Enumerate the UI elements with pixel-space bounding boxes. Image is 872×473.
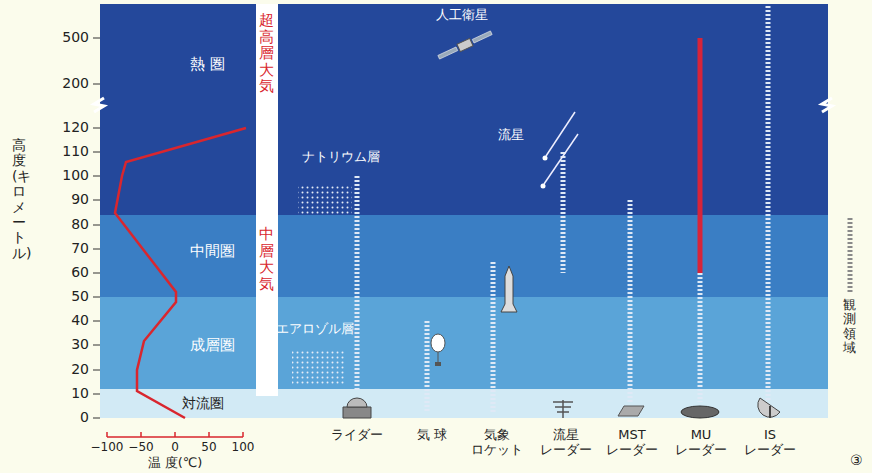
altitude-tick: 500	[49, 29, 89, 45]
layer-name: 熱 圏	[190, 56, 225, 73]
temperature-tick: −50	[124, 441, 158, 455]
altitude-tick: 80	[49, 216, 89, 232]
altitude-tick: 90	[49, 191, 89, 207]
altitude-tick: 200	[49, 75, 89, 91]
thermosphere-band: 熱 圏	[100, 4, 828, 215]
temperature-tick: 0	[158, 441, 192, 455]
temperature-tick: 100	[226, 441, 260, 455]
axis-title: 温 度(℃)	[125, 456, 225, 471]
aerosol-layer-label: エアロゾル層	[276, 322, 354, 337]
instrument-label: 気象 ロケット	[465, 428, 529, 458]
sodium-layer-label: ナトリウム層	[302, 150, 380, 165]
temperature-tick: −100	[90, 441, 124, 455]
atmosphere-region-column: 超高層大気中層大気	[256, 4, 278, 396]
altitude-tick: 30	[49, 336, 89, 352]
altitude-tick: 50	[49, 288, 89, 304]
instrument-label: 気 球	[400, 428, 464, 443]
layer-name: 成層圏	[190, 337, 235, 354]
mesosphere-band: 中間圏	[100, 215, 828, 297]
layer-name: 中間圏	[190, 243, 235, 260]
instrument-label: MU レーダー	[669, 428, 733, 458]
altitude-tick: 110	[49, 143, 89, 159]
altitude-tick: 0	[49, 409, 89, 425]
altitude-tick: 120	[49, 119, 89, 135]
instrument-label: MST レーダー	[600, 428, 664, 458]
altitude-tick: 100	[49, 167, 89, 183]
instrument-label: ライダー	[325, 428, 389, 443]
figure-number: ③	[850, 452, 863, 468]
layer-name: 中層大気	[259, 226, 274, 292]
legend-text: 観測領域	[843, 298, 856, 355]
layer-name: 対流圏	[182, 395, 224, 411]
axis-title: 高 度(キロメートル)	[12, 138, 26, 261]
layer-name: 超高層大気	[259, 12, 274, 95]
satellite-label: 人工衛星	[436, 8, 488, 23]
altitude-tick: 70	[49, 240, 89, 256]
altitude-tick: 60	[49, 264, 89, 280]
instrument-label: 流星 レーダー	[534, 428, 598, 458]
altitude-tick: 20	[49, 361, 89, 377]
stratosphere-band: 成層圏	[100, 297, 828, 389]
instrument-label: IS レーダー	[738, 428, 802, 458]
altitude-tick: 10	[49, 385, 89, 401]
meteor-label: 流星	[498, 128, 524, 143]
temperature-tick: 50	[192, 441, 226, 455]
altitude-tick: 40	[49, 312, 89, 328]
